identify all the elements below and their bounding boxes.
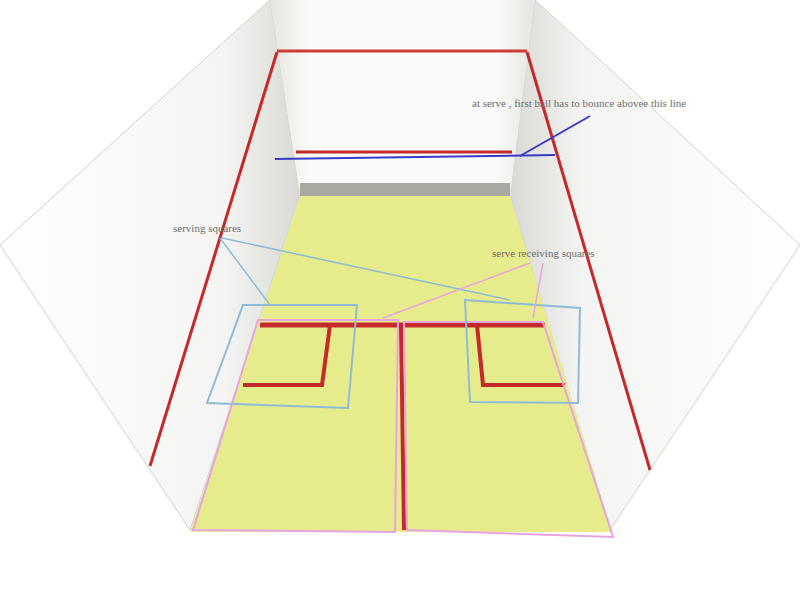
leader-line	[520, 116, 590, 156]
service-box	[477, 325, 565, 385]
side-out-line	[527, 52, 650, 470]
receiving-square-outline	[404, 322, 613, 537]
serving-square-outline	[207, 305, 357, 408]
tin	[300, 183, 510, 197]
callout-label: serving squares	[173, 222, 241, 235]
callout-label: at serve , first ball has to bounce abov…	[472, 97, 686, 110]
callout-label: serve receiving squares	[492, 247, 595, 260]
service-box	[243, 325, 330, 385]
service-line	[296, 151, 512, 154]
leader-line	[383, 263, 530, 318]
serving-square-outline	[465, 300, 580, 403]
out-line	[277, 50, 527, 53]
leader-line	[275, 155, 555, 159]
leader-line	[533, 263, 543, 318]
leader-line	[222, 238, 510, 300]
court-floor	[190, 196, 612, 532]
leader-line	[220, 238, 270, 305]
receiving-square-outline	[193, 320, 398, 532]
